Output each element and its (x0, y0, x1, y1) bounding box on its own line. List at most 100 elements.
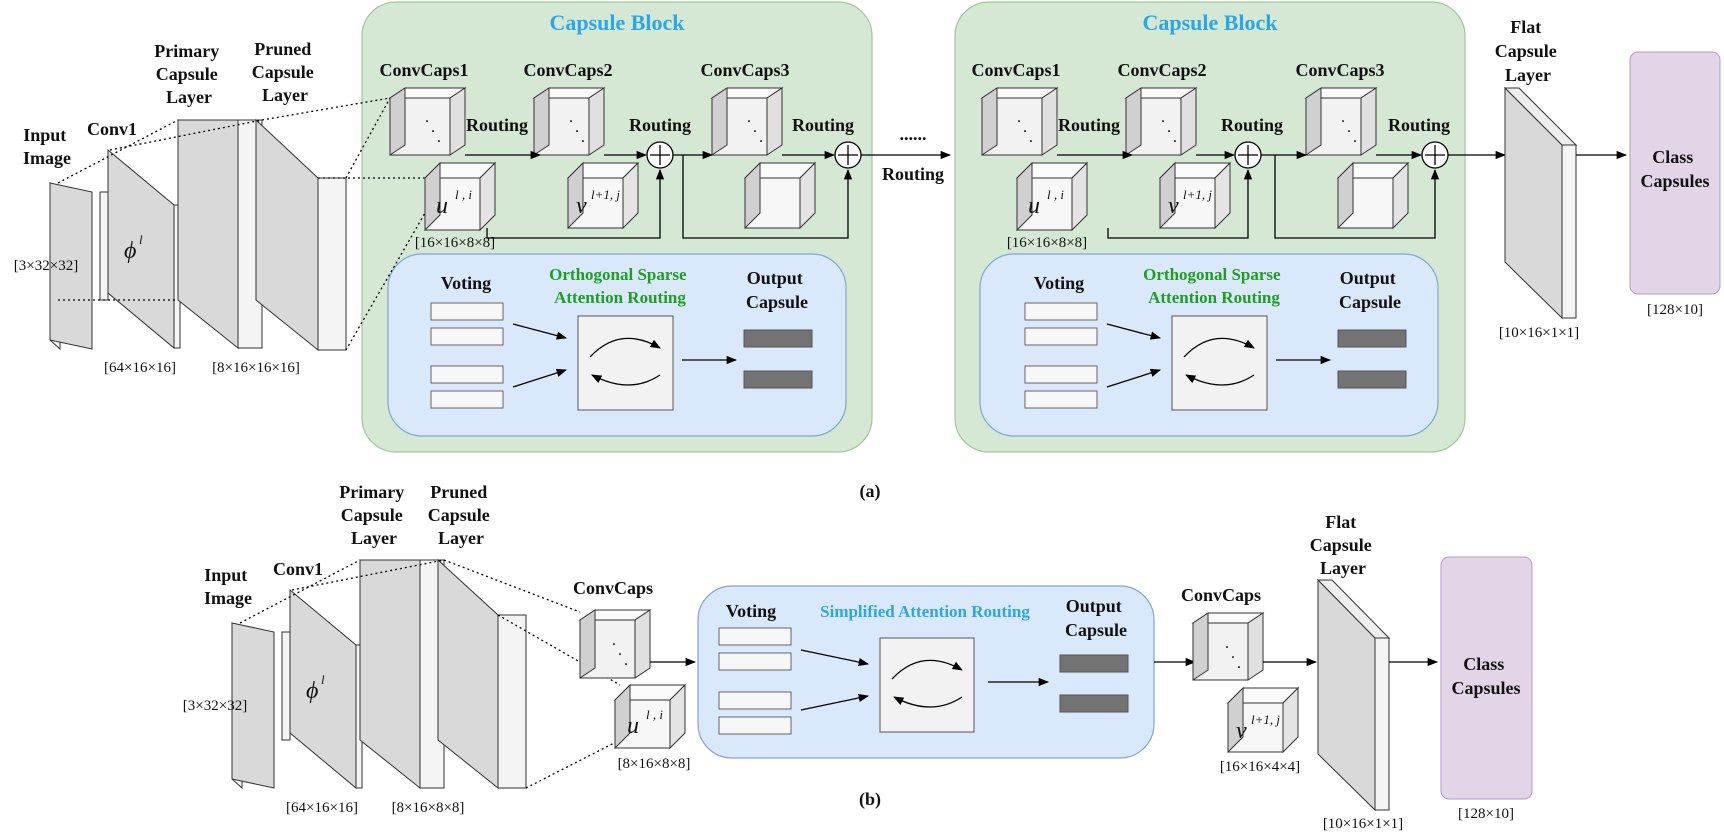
convcaps1-label-a2: ConvCaps1 (971, 60, 1060, 80)
layer-conv1-b (281, 588, 363, 790)
class-capsules-box-a (1629, 51, 1721, 295)
vote-bar-a1-3 (430, 365, 504, 384)
convcaps-label-b1: ConvCaps (573, 578, 653, 598)
routing-label-a2-3: Routing (1388, 115, 1450, 135)
cube-convcaps2-a2: ... (1124, 87, 1198, 156)
svg-text:.: . (581, 129, 585, 146)
v-symbol-a1: v (576, 193, 587, 219)
svg-text:.: . (1167, 119, 1171, 136)
svg-text:.: . (753, 119, 757, 136)
svg-text:.: . (1231, 645, 1235, 662)
label-conv1: Conv1 (87, 119, 137, 139)
convcaps-label-b2: ConvCaps (1181, 585, 1261, 605)
cube-v-a2 (1158, 161, 1232, 230)
label-pruned-capsule-layer-b: Pruned Capsule Layer (428, 482, 495, 548)
vote-bar-a2-2 (1024, 327, 1098, 346)
u-symbol-b: u (627, 713, 639, 739)
svg-text:.: . (1029, 129, 1033, 146)
layer-conv1 (99, 148, 181, 350)
cube-v-b (1226, 686, 1300, 754)
cube-u-b (613, 683, 687, 750)
svg-text:.: . (1341, 109, 1345, 126)
dim-flat-a: [10×16×1×1] (1499, 325, 1579, 341)
phi-superscript-b: l (321, 672, 325, 687)
cube-convcaps3-a2: ... (1304, 87, 1378, 156)
output-bar-a1-2 (743, 370, 813, 389)
dim-convcaps-b1: [8×16×8×8] (618, 756, 691, 772)
dim-conv1-a: [64×16×16] (104, 360, 176, 376)
dim-pruned-b: [8×16×8×8] (392, 800, 465, 816)
vote-bar-b-4 (718, 716, 792, 735)
caption-a: (a) (860, 481, 881, 502)
v-superscript-a2: l+1, j (1183, 187, 1212, 202)
svg-text:.: . (425, 109, 429, 126)
cube-convcaps-b2: ... (1191, 612, 1265, 681)
layer-primary-capsule-b (359, 559, 445, 790)
u-superscript-b: l , i (646, 707, 663, 722)
output-bar-a2-1 (1337, 329, 1407, 348)
voting-label-b: Voting (726, 601, 776, 621)
svg-text:.: . (431, 119, 435, 136)
dim-pruned-a: [8×16×16×16] (212, 360, 300, 376)
vote-bar-b-2 (718, 652, 792, 671)
svg-text:.: . (1353, 129, 1357, 146)
capsule-block-1-title: Capsule Block (549, 10, 685, 35)
vote-bar-a1-1 (430, 302, 504, 321)
cube-u-a2 (1015, 161, 1089, 232)
vote-bar-a2-1 (1024, 302, 1098, 321)
u-superscript-a2: l , i (1047, 187, 1064, 202)
panel-b: Input Image Conv1 Primary Capsule Layer … (183, 482, 1533, 832)
routing-box-b (879, 637, 975, 733)
layer-pruned-capsule-b (437, 558, 527, 790)
vote-bar-b-1 (718, 627, 792, 646)
osar-title-a2: Orthogonal Sparse Attention Routing (1143, 265, 1285, 307)
svg-text:.: . (1237, 655, 1241, 672)
svg-text:.: . (1347, 119, 1351, 136)
label-flat-capsule-layer-a: Flat Capsule Layer (1495, 17, 1562, 85)
v-superscript-b: l+1, j (1251, 712, 1280, 727)
vote-bar-a1-4 (430, 390, 504, 409)
label-primary-capsule-layer-b: Primary Capsule Layer (339, 482, 408, 548)
layer-input-image-b (231, 621, 275, 790)
label-flat-capsule-layer-b: Flat Capsule Layer (1310, 512, 1377, 578)
convcaps2-label-a2: ConvCaps2 (1117, 60, 1206, 80)
dim-convcaps-a1: [16×16×8×8] (415, 235, 495, 251)
phi-superscript-a: l (139, 232, 143, 247)
svg-text:.: . (1023, 119, 1027, 136)
cube-convcaps-b1: ... (578, 609, 652, 679)
routing-label-a1-2: Routing (629, 115, 691, 135)
output-bar-b-1 (1059, 654, 1129, 673)
svg-text:.: . (1225, 635, 1229, 652)
dim-class-a: [128×10] (1647, 302, 1703, 318)
label-pruned-capsule-layer: Pruned Capsule Layer (252, 39, 319, 105)
label-input-image-b: Input Image (204, 565, 252, 608)
layer-flat-capsule-b (1316, 578, 1391, 812)
capsule-block-2-title: Capsule Block (1142, 10, 1278, 35)
dim-flat-b: [10×16×1×1] (1323, 816, 1403, 832)
v-superscript-a1: l+1, j (591, 187, 620, 202)
v-symbol-a2: v (1168, 193, 1179, 219)
routing-box-a2 (1171, 315, 1268, 411)
cubes-block-1: ... u l , i [16×16×8×8] ... (388, 87, 817, 251)
routing-label-a1-1: Routing (466, 115, 528, 135)
label-input-image: Input Image (23, 125, 71, 168)
label-primary-capsule-layer: Primary Capsule Layer (154, 41, 223, 107)
u-symbol-a1: u (436, 193, 448, 219)
svg-text:.: . (1017, 109, 1021, 126)
dim-input-a: [3×32×32] (14, 258, 78, 274)
cube-plain-a2 (1336, 161, 1410, 230)
output-bar-a2-2 (1337, 370, 1407, 389)
output-bar-a1-1 (743, 329, 813, 348)
routing-label-a2-1: Routing (1058, 115, 1120, 135)
svg-text:.: . (1173, 129, 1177, 146)
dim-convcaps-a2: [16×16×8×8] (1007, 235, 1087, 251)
convcaps3-label-a2: ConvCaps3 (1295, 60, 1384, 80)
class-capsules-box-b (1440, 556, 1533, 800)
u-symbol-a2: u (1028, 193, 1040, 219)
label-class-capsules-b: Class Capsules (1451, 654, 1520, 698)
vote-bar-a2-4 (1024, 390, 1098, 409)
vote-bar-a2-3 (1024, 365, 1098, 384)
label-conv1-b: Conv1 (273, 559, 323, 579)
layer-input-image (49, 181, 93, 351)
output-bar-b-2 (1059, 694, 1129, 713)
